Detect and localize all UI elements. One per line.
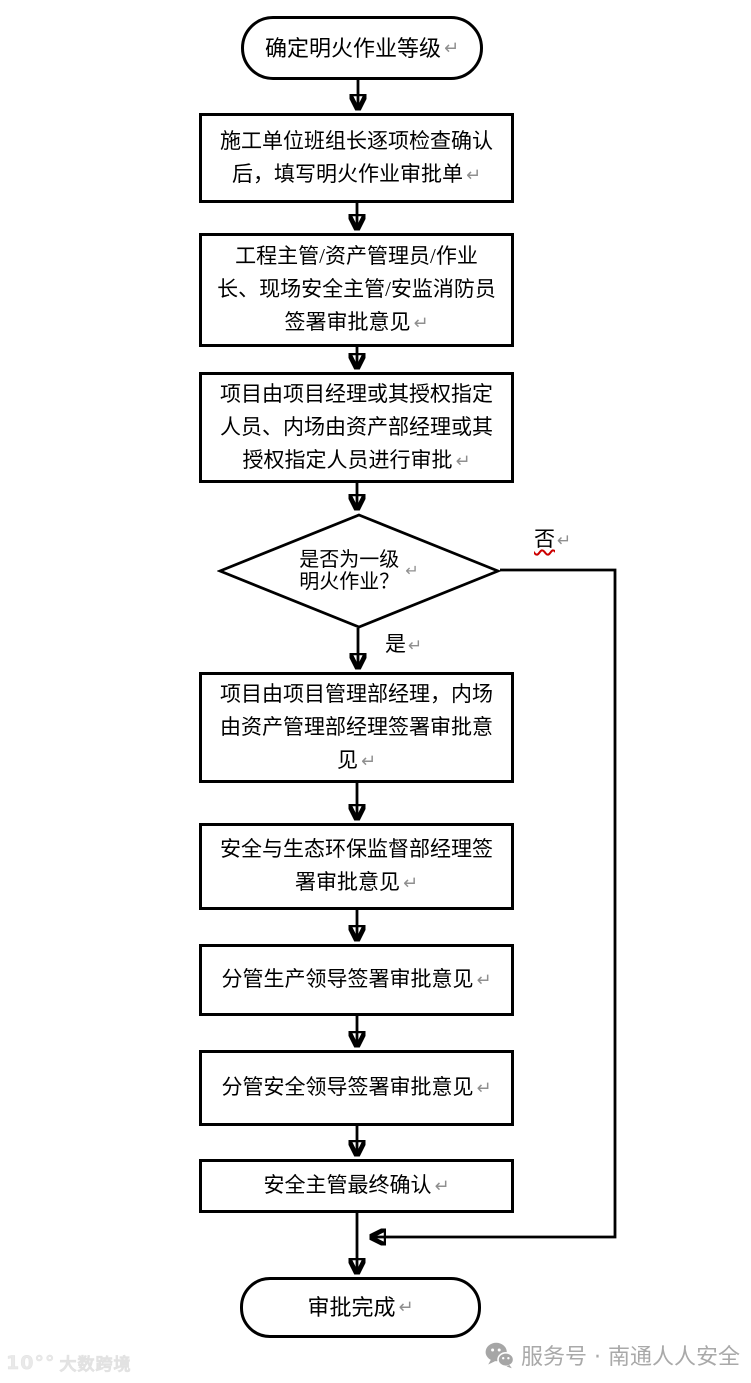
left-watermark-logo: 10°° [6, 1351, 56, 1374]
node-step1-label: 施工单位班组长逐项检查确认 后，填写明火作业审批单 [220, 128, 493, 186]
node-decision-label: 是否为一级 明火作业？ [299, 549, 400, 593]
node-step5: 安全与生态环保监督部经理签 署审批意见↵ [199, 823, 514, 910]
node-step7: 分管安全领导签署审批意见↵ [199, 1050, 514, 1126]
arrow-decision-no-branch [371, 568, 617, 1237]
node-step3-label: 项目由项目经理或其授权指定 人员、内场由资产部经理或其 授权指定人员进行审批 [220, 381, 493, 472]
paragraph-mark: ↵ [398, 1297, 414, 1318]
wechat-service-footer: 服务号 · 南通人人安全 [485, 1339, 740, 1371]
edge-label-no: 否↵ [534, 527, 571, 553]
edge-label-yes-text: 是 [385, 632, 406, 656]
node-end: 审批完成↵ [240, 1277, 481, 1338]
node-step8: 安全主管最终确认↵ [199, 1159, 514, 1213]
paragraph-mark: ↵ [434, 1176, 450, 1197]
paragraph-mark: ↵ [465, 164, 482, 186]
left-watermark-text: 大数跨境 [59, 1355, 132, 1376]
node-step7-label: 分管安全领导签署审批意见 [221, 1075, 474, 1099]
paragraph-mark: ↵ [413, 313, 429, 334]
edge-label-no-text: 否 [534, 527, 555, 551]
node-step6: 分管生产领导签署审批意见↵ [199, 944, 514, 1016]
paragraph-mark: ↵ [557, 531, 572, 551]
wechat-service-label: 服务号 · 南通人人安全 [521, 1345, 740, 1370]
paragraph-mark: ↵ [402, 873, 419, 894]
paragraph-mark: ↵ [405, 561, 419, 580]
decision-diamond-shape [217, 513, 501, 629]
node-step1: 施工单位班组长逐项检查确认 后，填写明火作业审批单↵ [199, 113, 514, 203]
node-step2-label: 工程主管/资产管理员/作业 长、现场安全主管/安监消防员 签署审批意见 [217, 244, 496, 334]
node-decision: 是否为一级 明火作业？ ↵ [217, 513, 501, 629]
paragraph-mark: ↵ [408, 636, 423, 656]
node-start: 确定明火作业等级↵ [241, 16, 483, 80]
node-start-label: 确定明火作业等级 [264, 35, 441, 61]
node-step5-label: 安全与生态环保监督部经理签 署审批意见 [220, 837, 493, 894]
node-step2: 工程主管/资产管理员/作业 长、现场安全主管/安监消防员 签署审批意见↵ [199, 233, 514, 347]
edge-label-yes: 是↵ [385, 632, 422, 658]
node-step4: 项目由项目管理部经理，内场 由资产管理部经理签署审批意 见↵ [199, 672, 514, 783]
node-step3: 项目由项目经理或其授权指定 人员、内场由资产部经理或其 授权指定人员进行审批↵ [199, 372, 514, 483]
paragraph-mark: ↵ [360, 750, 377, 772]
node-step4-label: 项目由项目管理部经理，内场 由资产管理部经理签署审批意 见 [220, 681, 493, 772]
paragraph-mark: ↵ [443, 37, 460, 59]
paragraph-mark: ↵ [476, 1078, 492, 1099]
wechat-icon [485, 1342, 514, 1368]
node-step6-label: 分管生产领导签署审批意见 [221, 967, 474, 991]
paragraph-mark: ↵ [455, 450, 471, 472]
node-step8-label: 安全主管最终确认 [263, 1173, 432, 1197]
node-end-label: 审批完成 [307, 1295, 396, 1320]
paragraph-mark: ↵ [476, 970, 492, 991]
left-watermark: 10°° 大数跨境 [6, 1350, 131, 1375]
